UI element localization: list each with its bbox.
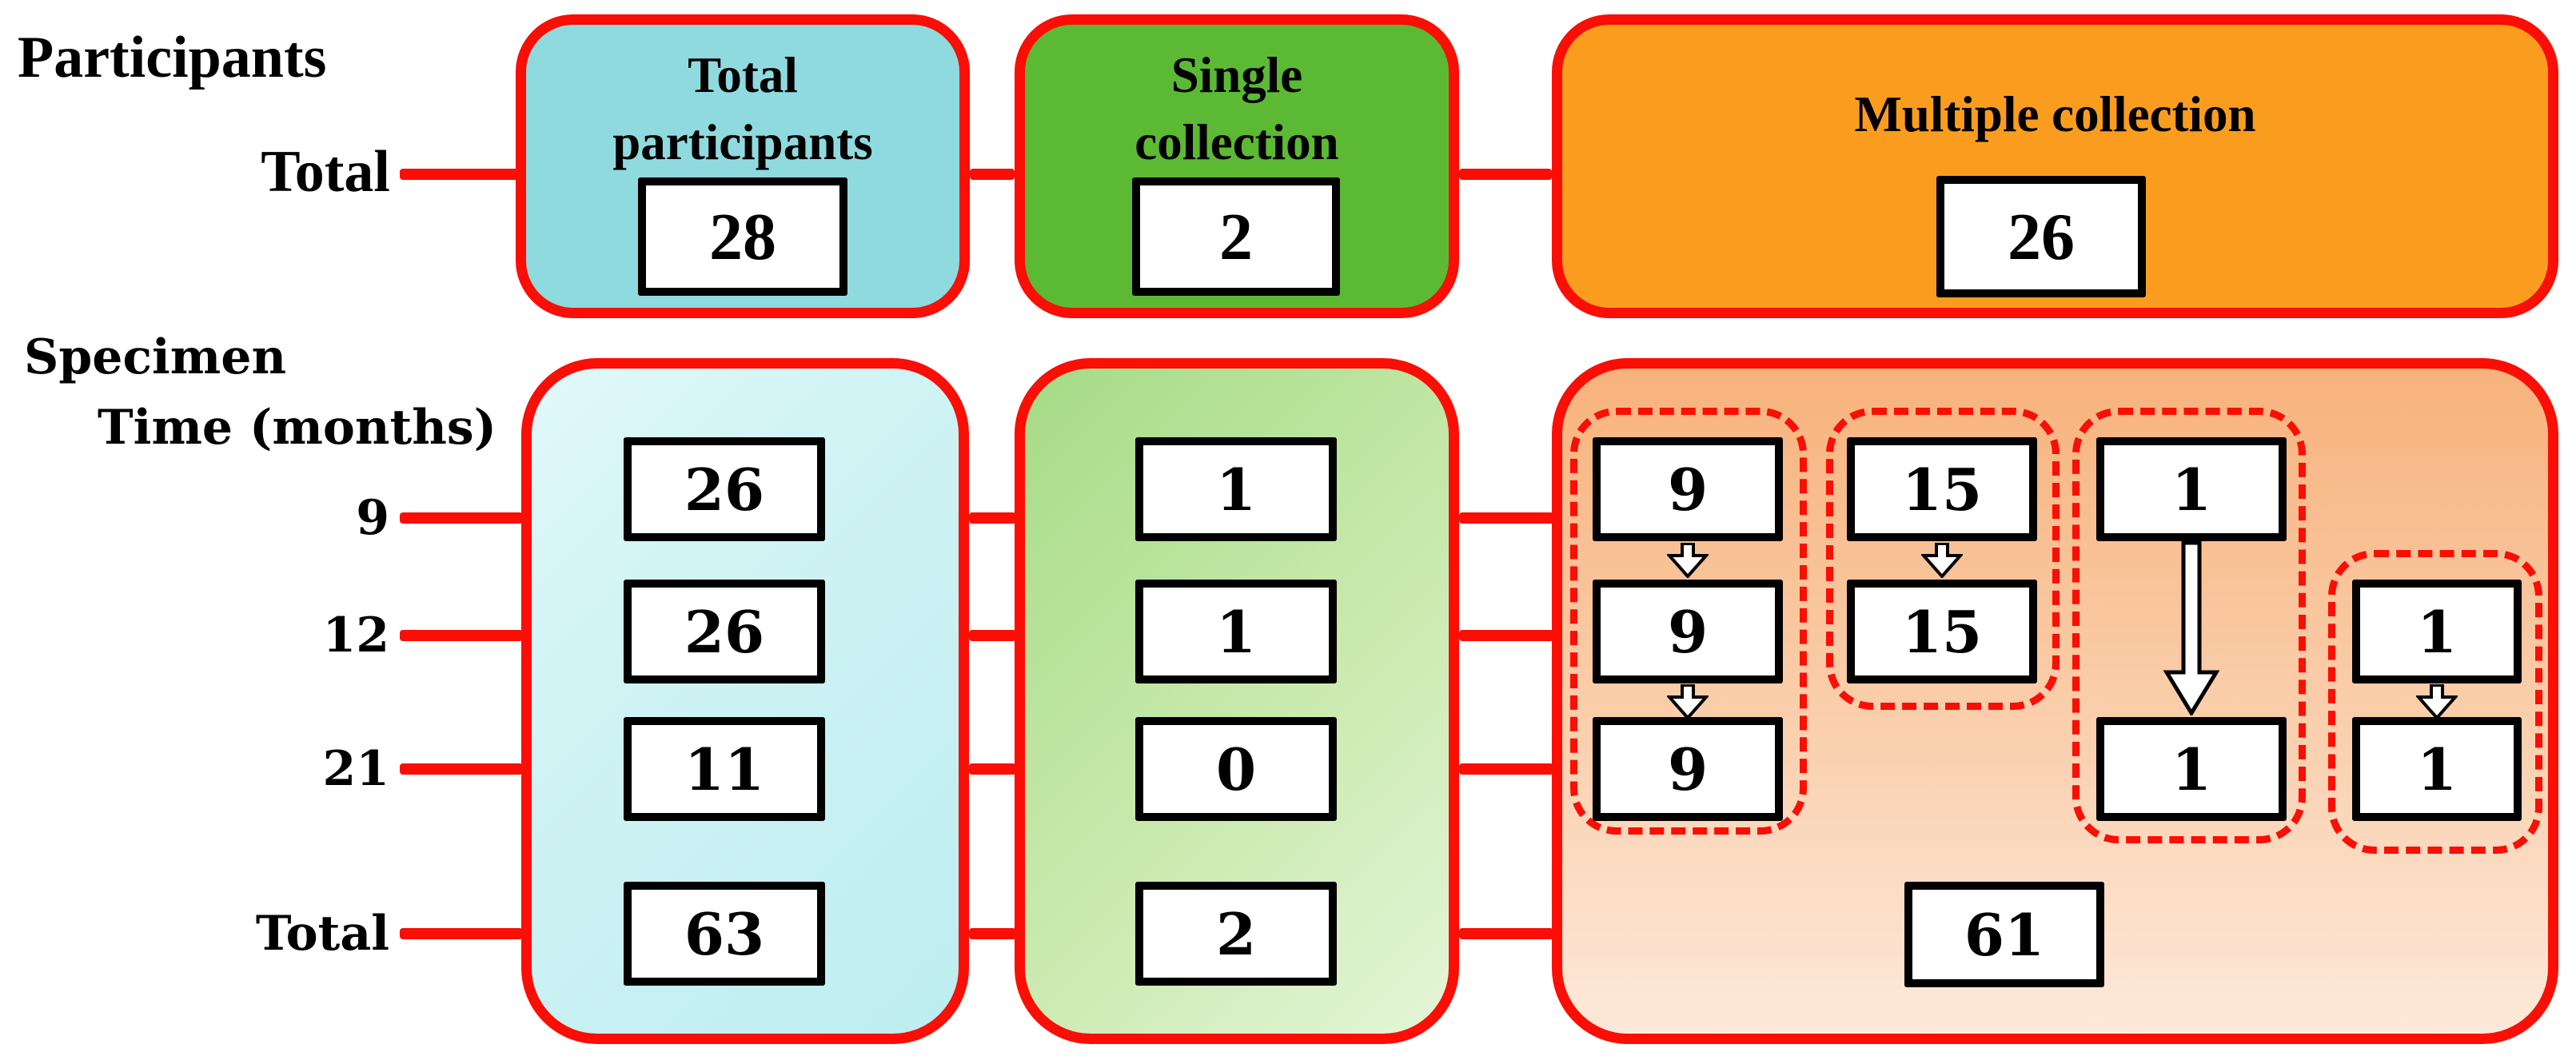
hollow-down-arrow-icon xyxy=(1667,543,1709,578)
value-box-multiple-sum: 61 xyxy=(1904,882,2104,987)
connector-line xyxy=(969,512,1016,524)
value-box-single-21mo: 0 xyxy=(1135,717,1337,821)
value-box-total-12mo: 26 xyxy=(624,580,825,683)
value-box-group2-12mo: 15 xyxy=(1847,580,2037,683)
hollow-down-arrow-icon xyxy=(1667,684,1709,719)
value-box-group3-21mo: 1 xyxy=(2096,717,2287,821)
connector-line xyxy=(970,169,1015,180)
connector-line xyxy=(1459,512,1553,524)
connector-line xyxy=(400,512,523,524)
specimen-group-15-15 xyxy=(1826,408,2060,710)
connector-line xyxy=(969,763,1016,775)
participants-section-label: Participants xyxy=(18,25,327,90)
value-box-group2-9mo: 15 xyxy=(1847,437,2037,541)
value-box-single-collection: 2 xyxy=(1132,177,1340,296)
value-box-group1-21mo: 9 xyxy=(1593,717,1783,821)
connector-line xyxy=(969,630,1016,641)
panel-multiple-collection-title: Multiple collection xyxy=(1854,86,2256,142)
value-box-group3-9mo: 1 xyxy=(2096,437,2287,541)
value-box-multiple-collection: 26 xyxy=(1936,176,2146,297)
value-box-total-9mo: 26 xyxy=(624,437,825,541)
row-label-total: Total xyxy=(255,906,389,962)
value-box-group4-21mo: 1 xyxy=(2352,717,2522,821)
connector-line xyxy=(400,928,523,939)
connector-line xyxy=(1459,169,1552,180)
panel-total-participants-title: Total participants xyxy=(612,47,873,170)
row-label-12: 12 xyxy=(322,608,390,664)
specimen-group-1-long-1 xyxy=(2072,408,2306,843)
panel-total-participants: Total participants xyxy=(516,14,970,318)
value-box-single-9mo: 1 xyxy=(1135,437,1337,541)
value-box-group1-12mo: 9 xyxy=(1593,580,1783,683)
connector-line xyxy=(1459,630,1553,641)
connector-line xyxy=(1459,763,1553,775)
hollow-down-arrow-icon xyxy=(2416,684,2458,719)
participants-total-row-label: Total xyxy=(261,139,390,205)
specimen-group-1-1 xyxy=(2328,550,2542,854)
row-label-21: 21 xyxy=(322,741,390,797)
value-box-total-sum: 63 xyxy=(624,882,825,986)
specimen-group-9-9-9 xyxy=(1570,408,1807,835)
value-box-total-participants: 28 xyxy=(638,177,847,296)
connector-line xyxy=(400,630,523,641)
connector-line xyxy=(400,763,523,775)
value-box-total-21mo: 11 xyxy=(624,717,825,821)
long-hollow-down-arrow-icon xyxy=(2163,541,2220,715)
value-box-group4-12mo: 1 xyxy=(2352,580,2522,683)
row-label-9: 9 xyxy=(356,490,389,546)
connector-line xyxy=(1459,928,1553,939)
specimen-section-label: Specimen xyxy=(24,329,287,385)
time-months-label: Time (months) xyxy=(98,400,497,456)
value-box-single-12mo: 1 xyxy=(1135,580,1337,683)
value-box-group1-9mo: 9 xyxy=(1593,437,1783,541)
panel-single-collection-title: Single collection xyxy=(1134,47,1339,170)
connector-line xyxy=(969,928,1016,939)
hollow-down-arrow-icon xyxy=(1921,543,1963,578)
value-box-single-sum: 2 xyxy=(1135,882,1337,986)
connector-line xyxy=(400,169,520,180)
